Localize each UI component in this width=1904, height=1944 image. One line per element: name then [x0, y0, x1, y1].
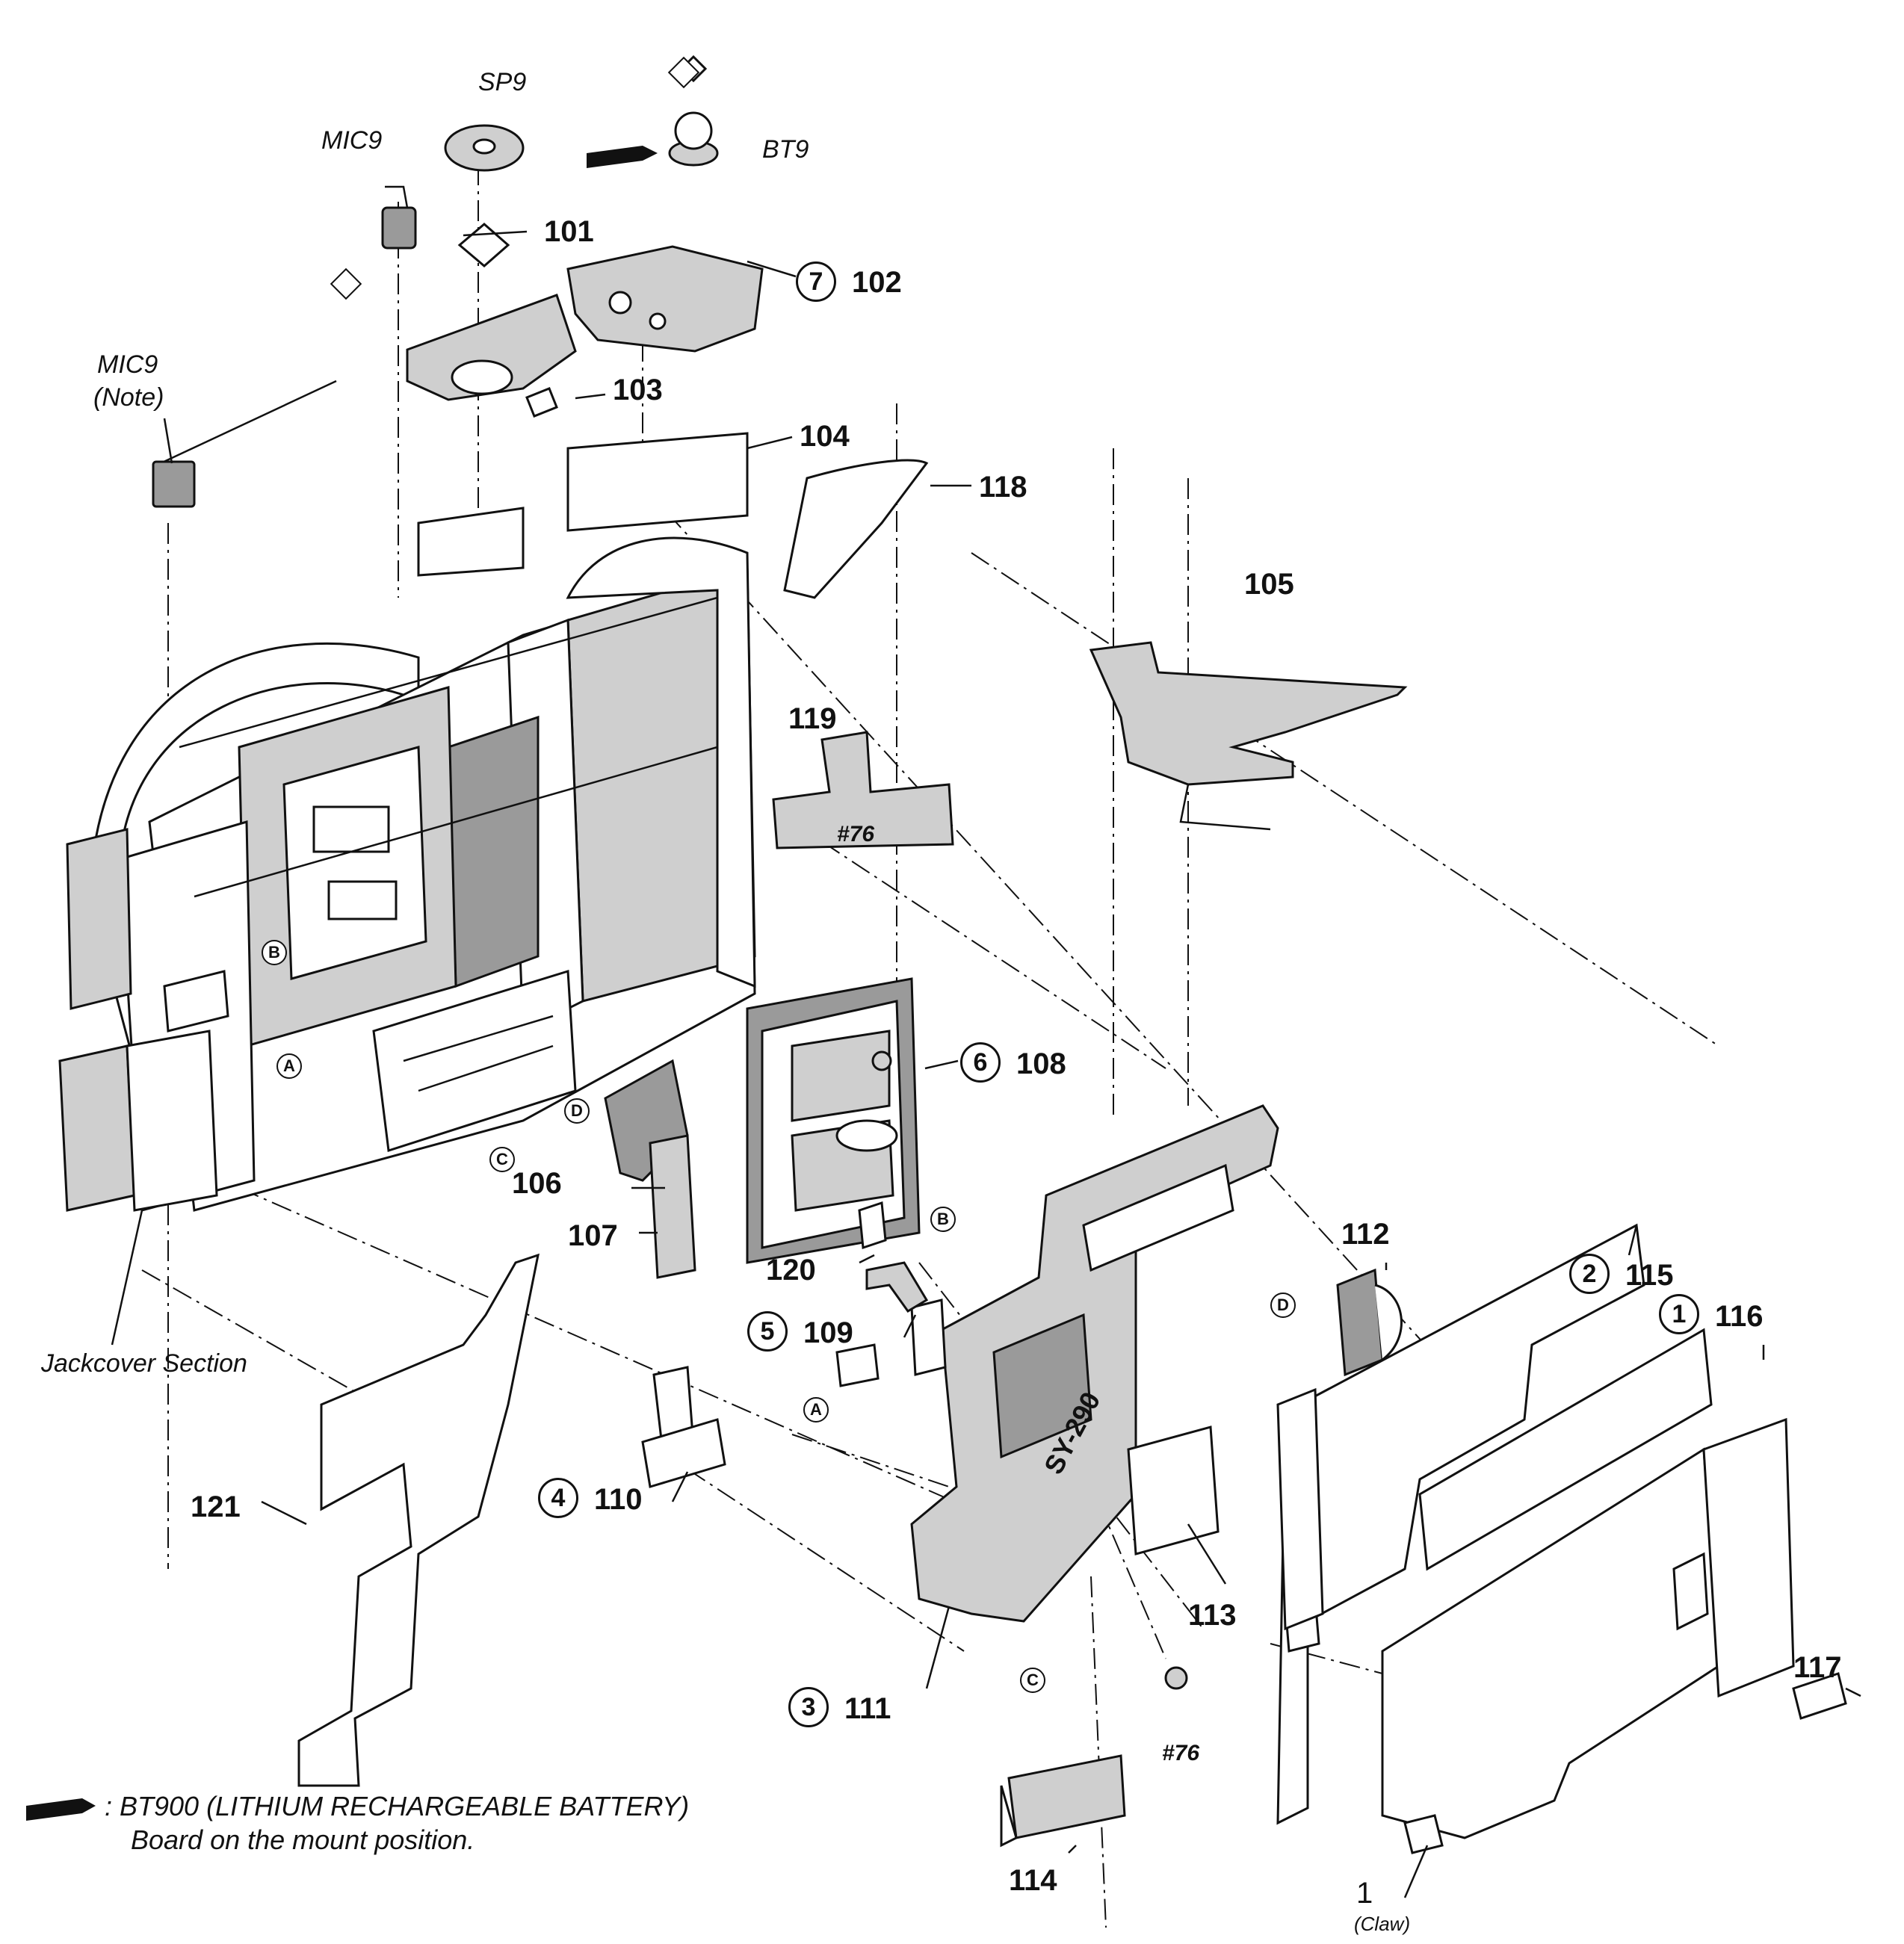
- label-106: 106: [512, 1167, 562, 1200]
- small-parts: [641, 1050, 1403, 1848]
- label-103: 103: [613, 374, 663, 406]
- label-115: 115: [1625, 1259, 1674, 1292]
- top-assembly: [152, 55, 929, 599]
- label-116: 116: [1715, 1300, 1764, 1333]
- flex-121: [297, 1253, 540, 1787]
- label-113: 113: [1188, 1599, 1237, 1632]
- connector-letter-b-left: B: [262, 940, 287, 965]
- label-screw-76-bottom: #76: [1162, 1741, 1200, 1765]
- brackets-105-119: [772, 641, 1408, 849]
- label-105: 105: [1244, 568, 1294, 601]
- label-102: 102: [852, 266, 902, 299]
- footnote-line-1: : BT900 (LITHIUM RECHARGEABLE BATTERY): [105, 1791, 690, 1821]
- label-mic9-left: MIC9: [97, 350, 158, 379]
- connector-letter-c-right: C: [1020, 1668, 1045, 1693]
- connector-letter-a-left: A: [276, 1053, 302, 1079]
- label-sp9: SP9: [478, 68, 527, 96]
- label-117: 117: [1793, 1651, 1842, 1684]
- label-mic9-note: (Note): [93, 383, 164, 412]
- connector-letter-a-right: A: [803, 1397, 829, 1423]
- label-109: 109: [803, 1316, 853, 1349]
- circled-number-3: 3: [788, 1687, 829, 1727]
- label-101: 101: [544, 215, 594, 248]
- label-112: 112: [1341, 1218, 1390, 1251]
- circled-number-1: 1: [1659, 1294, 1699, 1334]
- footnote-line-2: Board on the mount position.: [131, 1824, 475, 1855]
- connector-letter-d-right: D: [1270, 1293, 1296, 1318]
- connector-letter-b-right: B: [930, 1207, 956, 1232]
- label-107: 107: [568, 1219, 618, 1252]
- circled-number-7: 7: [796, 261, 836, 302]
- leader-lines: [111, 230, 1861, 1898]
- circled-number-5: 5: [747, 1311, 788, 1352]
- label-claw-number: 1: [1356, 1877, 1373, 1910]
- label-jackcover-section: Jackcover Section: [41, 1349, 247, 1378]
- hand-pointer-icon: [587, 146, 658, 168]
- hand-pointer-icon: [26, 1798, 96, 1821]
- label-119: 119: [788, 702, 837, 735]
- connector-letter-d-left: D: [564, 1098, 590, 1124]
- circled-number-2: 2: [1569, 1254, 1610, 1294]
- circled-number-6: 6: [960, 1042, 1001, 1083]
- battery-marker-icons: [26, 146, 658, 1821]
- circled-number-4: 4: [538, 1478, 578, 1518]
- label-108: 108: [1016, 1047, 1066, 1080]
- label-screw-76-top: #76: [837, 822, 875, 846]
- label-111: 111: [844, 1692, 891, 1725]
- label-bt9: BT9: [762, 135, 809, 164]
- label-110: 110: [594, 1483, 643, 1516]
- center-boards: [604, 977, 921, 1279]
- label-104: 104: [800, 420, 850, 453]
- label-118: 118: [979, 471, 1027, 504]
- frame-115-116: [1276, 1223, 1847, 1854]
- label-mic9-top: MIC9: [321, 126, 383, 155]
- label-claw: (Claw): [1354, 1913, 1411, 1935]
- connector-letter-c-left: C: [489, 1147, 515, 1172]
- label-120: 120: [766, 1254, 816, 1287]
- label-121: 121: [191, 1490, 241, 1523]
- camera-chassis: [58, 536, 756, 1212]
- main-board-111: [910, 1104, 1279, 1623]
- label-114: 114: [1009, 1864, 1057, 1897]
